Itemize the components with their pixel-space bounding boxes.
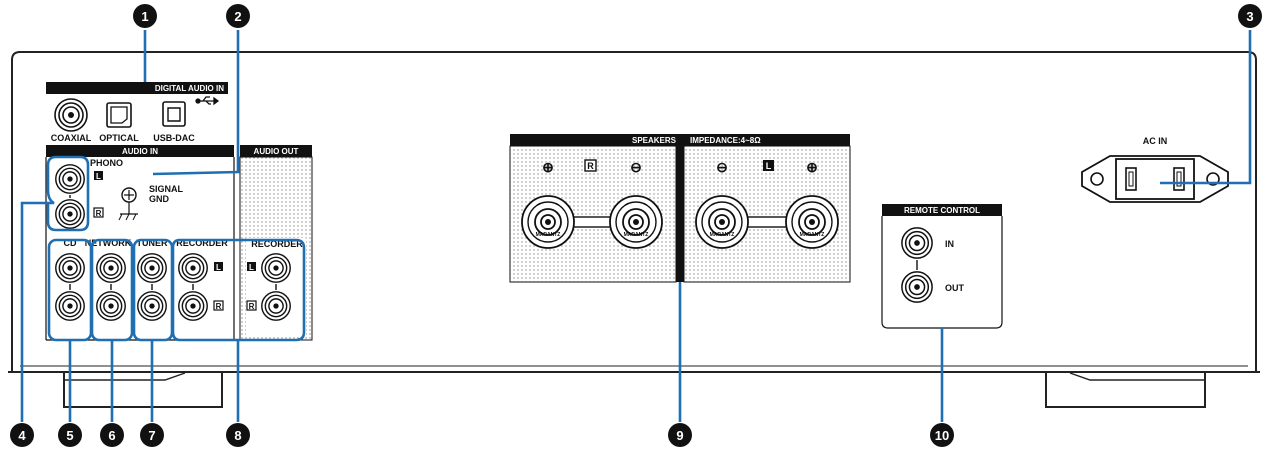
ac-in-label: AC IN (1143, 136, 1168, 146)
recorder-out-l-mark: L (249, 263, 254, 272)
callout-9: 9 (668, 423, 692, 447)
audio-out-label: AUDIO OUT (254, 147, 299, 156)
speaker-l-minus-terminal[interactable]: MARANTZ (695, 195, 749, 249)
recorder-out-label: RECORDER (251, 239, 303, 249)
network-l-jack[interactable] (96, 253, 126, 283)
callout-1: 1 (133, 4, 157, 28)
cd-r-jack[interactable] (55, 291, 85, 321)
chassis (8, 51, 1260, 373)
callout-10: 10 (930, 423, 954, 447)
usb-symbol-icon (195, 96, 220, 106)
svg-text:7: 7 (148, 428, 155, 443)
l-plus-mark: ⊕ (806, 159, 818, 175)
audio-out-section: AUDIO OUT RECORDER L R (239, 145, 313, 341)
cd-l-jack[interactable] (55, 253, 85, 283)
tuner-r-jack[interactable] (137, 291, 167, 321)
remote-out-label: OUT (945, 283, 965, 293)
network-r-jack[interactable] (96, 291, 126, 321)
callout-6: 6 (100, 423, 124, 447)
recorder-out-r-jack[interactable] (261, 291, 291, 321)
callout-2: 2 (226, 4, 250, 28)
speakers-label: SPEAKERS (632, 136, 677, 145)
callout-3: 3 (1238, 4, 1262, 28)
svg-text:9: 9 (676, 428, 683, 443)
l-minus-mark: ⊖ (716, 159, 728, 175)
remote-control-section: REMOTE CONTROL IN OUT (881, 204, 1003, 329)
recorder-in-l-mark: L (216, 263, 221, 272)
speakers-section: SPEAKERS IMPEDANCE:4~8Ω ⊕ R ⊖ MARANTZ MA… (509, 134, 851, 283)
gnd-label: GND (149, 194, 170, 204)
coaxial-jack[interactable] (54, 98, 88, 132)
cd-label: CD (64, 238, 77, 248)
recorder-in-label: RECORDER (176, 238, 228, 248)
ac-in-section: AC IN (1081, 136, 1229, 203)
audio-in-section: AUDIO IN PHONO L R SIGNAL GND CD NETWORK… (45, 145, 235, 341)
signal-label: SIGNAL (149, 184, 184, 194)
r-minus-mark: ⊖ (630, 159, 642, 175)
ac-inlet-socket[interactable] (1115, 158, 1195, 200)
callout-8: 8 (226, 423, 250, 447)
svg-text:MARANTZ: MARANTZ (710, 232, 735, 238)
digital-audio-in-section: DIGITAL AUDIO IN COAXIAL OPTICAL USB-DAC (46, 82, 228, 143)
svg-text:2: 2 (234, 9, 241, 24)
digital-audio-in-label: DIGITAL AUDIO IN (155, 84, 224, 93)
usb-dac-jack[interactable] (162, 101, 186, 127)
right-foot (1045, 372, 1206, 408)
phono-l-jack[interactable] (55, 164, 85, 194)
recorder-out-r-mark: R (249, 302, 255, 311)
optical-jack[interactable] (106, 102, 132, 128)
tuner-label: TUNER (137, 238, 168, 248)
phono-r-mark: R (96, 209, 102, 218)
r-plus-mark: ⊕ (542, 159, 554, 175)
r-channel-mark: R (587, 161, 594, 171)
left-foot (63, 372, 223, 408)
l-channel-mark: L (766, 161, 772, 171)
recorder-in-l-jack[interactable] (178, 253, 208, 283)
svg-text:6: 6 (108, 428, 115, 443)
phono-r-jack[interactable] (55, 199, 85, 229)
usb-dac-label: USB-DAC (153, 133, 195, 143)
remote-in-label: IN (945, 239, 954, 249)
speaker-r-minus-terminal[interactable]: MARANTZ (609, 195, 663, 249)
callout-7: 7 (140, 423, 164, 447)
optical-label: OPTICAL (99, 133, 139, 143)
signal-gnd-terminal[interactable] (118, 187, 138, 221)
callout-lines (20, 30, 1252, 422)
phono-label: PHONO (90, 158, 123, 168)
callout-5: 5 (58, 423, 82, 447)
speaker-l-plus-terminal[interactable]: MARANTZ (785, 195, 839, 249)
audio-in-label: AUDIO IN (122, 147, 158, 156)
network-label: NETWORK (85, 238, 132, 248)
svg-text:8: 8 (234, 428, 241, 443)
svg-text:5: 5 (66, 428, 73, 443)
recorder-in-r-jack[interactable] (178, 291, 208, 321)
remote-in-jack[interactable] (901, 227, 933, 259)
tuner-l-jack[interactable] (137, 253, 167, 283)
svg-text:MARANTZ: MARANTZ (536, 232, 561, 238)
svg-text:MARANTZ: MARANTZ (800, 232, 825, 238)
remote-out-jack[interactable] (901, 271, 933, 303)
svg-text:MARANTZ: MARANTZ (624, 232, 649, 238)
speaker-r-plus-terminal[interactable]: MARANTZ (521, 195, 575, 249)
svg-text:10: 10 (935, 428, 949, 443)
remote-control-label: REMOTE CONTROL (904, 206, 980, 215)
coaxial-label: COAXIAL (51, 133, 92, 143)
recorder-out-l-jack[interactable] (261, 253, 291, 283)
svg-text:1: 1 (141, 9, 148, 24)
recorder-in-r-mark: R (216, 302, 222, 311)
callout-4: 4 (10, 423, 34, 447)
phono-l-mark: L (96, 172, 101, 181)
svg-text:4: 4 (18, 428, 26, 443)
impedance-label: IMPEDANCE:4~8Ω (690, 136, 761, 145)
svg-text:3: 3 (1246, 9, 1253, 24)
